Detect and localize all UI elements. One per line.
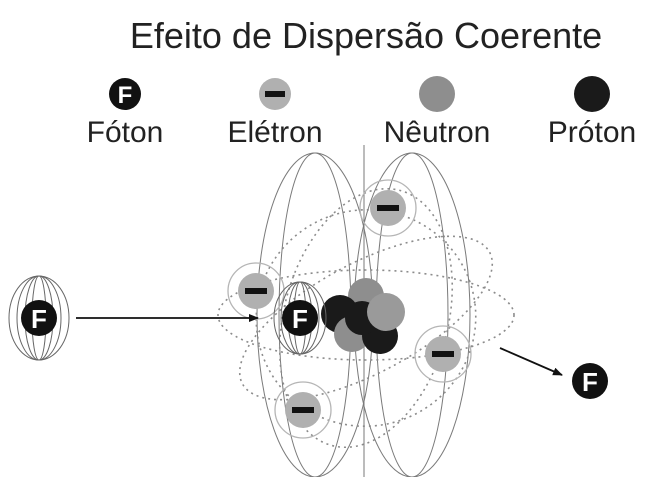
legend-item-electron: Elétron <box>227 78 323 149</box>
legend: F Fóton Elétron Nêutron Próton <box>87 76 636 149</box>
photon-symbol: F <box>31 304 47 334</box>
photon-symbol: F <box>292 304 308 334</box>
legend-label-electron: Elétron <box>227 116 322 149</box>
proton-icon <box>574 76 610 112</box>
neutron-icon <box>419 76 455 112</box>
legend-item-neutron: Nêutron <box>384 76 491 149</box>
neutron <box>367 293 405 331</box>
legend-label-proton: Próton <box>548 116 636 149</box>
absorbed-photon: F <box>273 281 327 355</box>
scattered-photon: F <box>572 363 608 399</box>
diagram-title: Efeito de Dispersão Coerente <box>130 15 602 56</box>
legend-item-photon: F Fóton <box>87 78 164 149</box>
photon-icon: F <box>109 78 141 110</box>
electron <box>274 381 332 439</box>
atom <box>217 145 515 477</box>
photon-symbol: F <box>582 367 598 397</box>
incoming-photon: F <box>8 275 70 361</box>
legend-item-proton: Próton <box>548 76 636 149</box>
nucleus <box>321 278 405 354</box>
electron-icon <box>259 78 291 110</box>
electron <box>359 179 417 237</box>
legend-label-neutron: Nêutron <box>384 116 491 149</box>
electron <box>227 262 285 320</box>
legend-label-photon: Fóton <box>87 116 164 149</box>
photon-symbol: F <box>118 82 133 109</box>
electron <box>414 325 472 383</box>
scattered-ray <box>499 347 563 376</box>
